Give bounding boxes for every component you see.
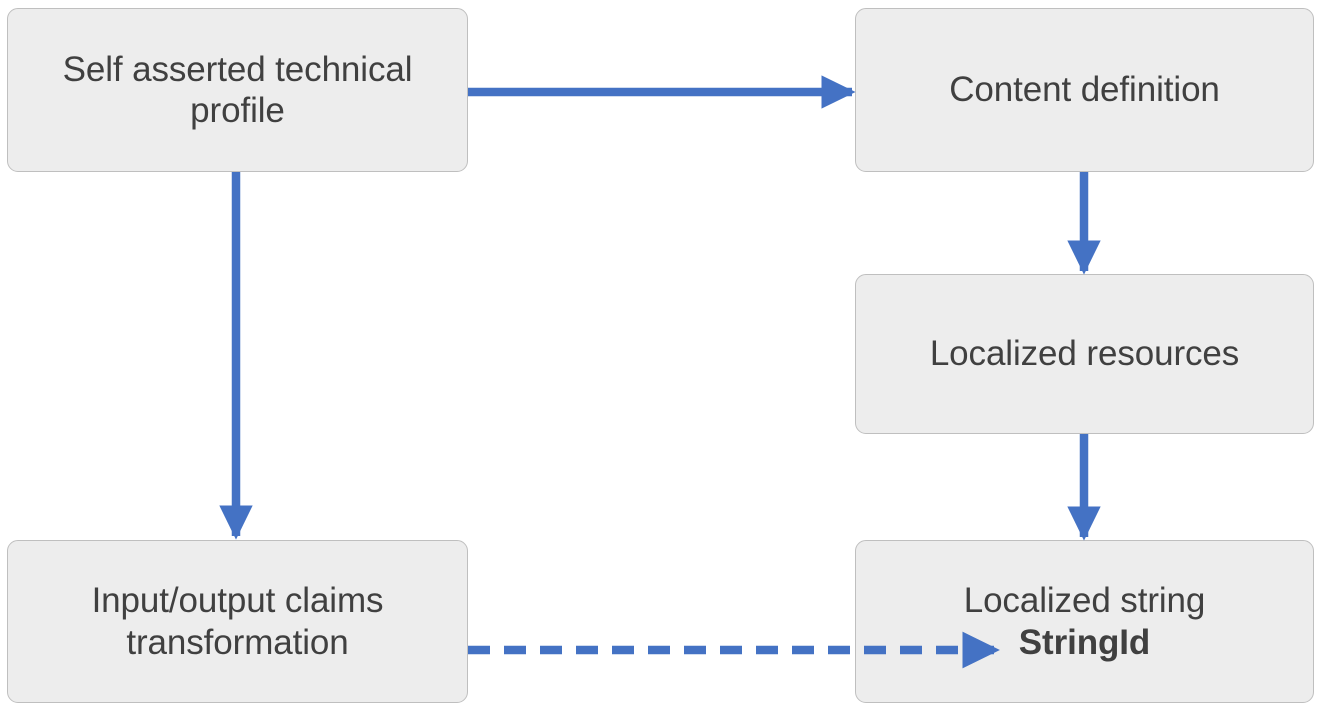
node-label-line1: Content definition <box>949 70 1220 110</box>
node-label: Self asserted technical profile <box>22 49 453 132</box>
node-label-line1: Localized string <box>963 581 1206 621</box>
node-label-line1: Self asserted technical <box>62 49 413 89</box>
node-label-line2: profile <box>190 91 285 130</box>
node-input-output-claims-transformation[interactable]: Input/output claims transformation <box>7 540 468 703</box>
node-content-definition[interactable]: Content definition <box>855 8 1314 172</box>
node-label: Localized resources <box>870 333 1299 374</box>
node-label: Input/output claims transformation <box>22 580 453 663</box>
node-localized-string[interactable]: Localized string StringId <box>855 540 1314 703</box>
node-label-string-id: StringId <box>1018 622 1151 662</box>
node-label: Content definition <box>870 69 1299 110</box>
node-label-line1: Input/output claims <box>91 581 384 621</box>
node-localized-resources[interactable]: Localized resources <box>855 274 1314 434</box>
node-label-line2: transformation <box>126 622 349 662</box>
node-label-line1: Localized resources <box>929 334 1240 374</box>
node-self-asserted-technical-profile[interactable]: Self asserted technical profile <box>7 8 468 172</box>
node-label: Localized string StringId <box>870 580 1299 663</box>
